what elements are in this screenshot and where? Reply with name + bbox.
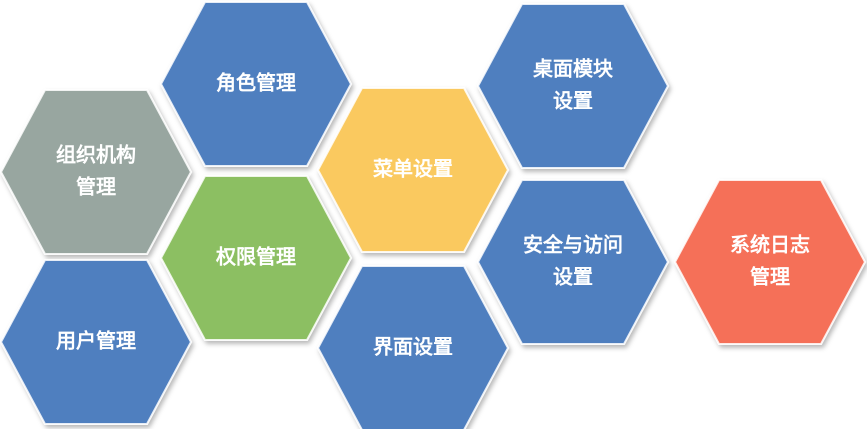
- hexagon-role[interactable]: 角色管理: [159, 1, 353, 167]
- hexagon-menu-shape[interactable]: [316, 87, 510, 253]
- hexagon-permission[interactable]: 权限管理: [159, 175, 353, 341]
- hexagon-ui[interactable]: 界面设置: [316, 265, 510, 429]
- hexagon-menu[interactable]: 菜单设置: [316, 87, 510, 253]
- hexagon-user-shape[interactable]: [0, 259, 193, 425]
- hexagon-security-shape[interactable]: [476, 179, 670, 345]
- hexagon-ui-shape[interactable]: [316, 265, 510, 429]
- hexagon-permission-shape[interactable]: [159, 175, 353, 341]
- hexagon-syslog-shape[interactable]: [673, 179, 867, 345]
- hexagon-org-shape[interactable]: [0, 89, 193, 255]
- hexagon-desktop-shape[interactable]: [476, 3, 670, 169]
- hexagon-role-shape[interactable]: [159, 1, 353, 167]
- hexagon-user[interactable]: 用户管理: [0, 259, 193, 425]
